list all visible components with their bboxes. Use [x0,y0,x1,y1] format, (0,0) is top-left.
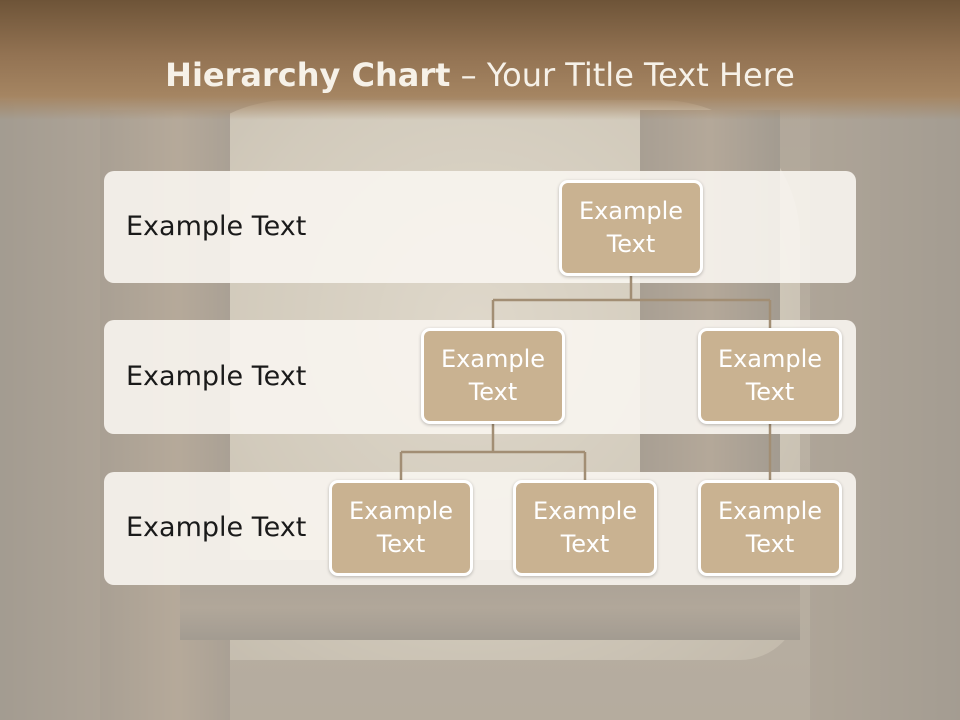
node-level2-left[interactable]: Example Text [421,328,565,424]
level-label-2: Example Text [126,361,307,392]
connector-root-to-level2 [491,274,772,330]
title-band [0,0,960,120]
node-level3-b[interactable]: Example Text [513,480,657,576]
node-level3-a[interactable]: Example Text [329,480,473,576]
level-band-1 [104,171,856,283]
level-label-1: Example Text [126,211,307,242]
node-level3-c[interactable]: Example Text [698,480,842,576]
title-bold: Hierarchy Chart [165,56,451,94]
node-level2-right[interactable]: Example Text [698,328,842,424]
connector-left-to-level3 [399,422,587,482]
node-root[interactable]: Example Text [559,180,703,276]
slide-title: Hierarchy Chart – Your Title Text Here [0,50,960,100]
level-label-3: Example Text [126,512,307,543]
title-rest: – Your Title Text Here [450,56,795,94]
